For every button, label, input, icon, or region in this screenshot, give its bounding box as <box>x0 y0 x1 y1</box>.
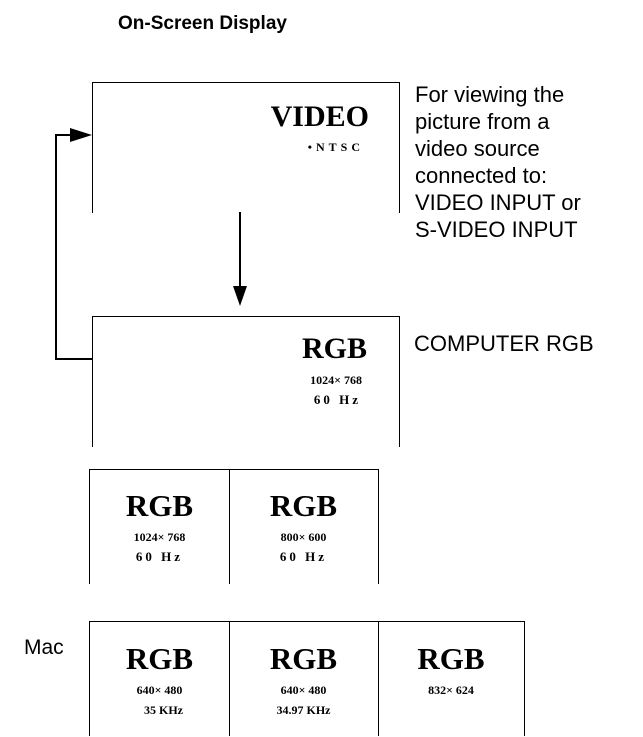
video-screen: VIDEO •NTSC <box>92 82 400 213</box>
row2-refresh-2: 60 Hz <box>279 549 328 564</box>
video-mode-label: VIDEO <box>270 100 369 133</box>
video-description: For viewing the picture from a video sou… <box>415 82 581 242</box>
row2-resolution-1: 1024× 768 <box>133 530 186 544</box>
video-signal-label: •NTSC <box>307 140 364 154</box>
row2-resolution-2: 800× 600 <box>280 530 327 544</box>
row3-mode-3: RGB <box>417 641 485 676</box>
rgb-screen: RGB 1024× 768 60 Hz <box>92 316 400 447</box>
row3-refresh-1: 35 KHz <box>144 703 183 717</box>
row2-screen-2: RGB 800× 600 60 Hz <box>229 469 379 584</box>
row2-mode-1: RGB <box>125 488 194 523</box>
row3-resolution-3: 832× 624 <box>428 683 474 697</box>
rgb-refresh-label: 60 Hz <box>313 392 361 407</box>
row2-refresh-1: 60 Hz <box>135 549 184 564</box>
row3-resolution-2: 640× 480 <box>280 683 327 697</box>
row2-mode-2: RGB <box>269 488 338 523</box>
row3-resolution-1: 640× 480 <box>136 683 183 697</box>
row3-screen-2: RGB 640× 480 34.97 KHz <box>229 621 379 736</box>
rgb-description: COMPUTER RGB <box>414 331 594 356</box>
loop-arrow-icon <box>55 128 92 360</box>
down-arrow-icon <box>233 212 247 306</box>
row3-screen-1: RGB 640× 480 35 KHz <box>89 621 230 736</box>
row3-mode-1: RGB <box>125 641 194 676</box>
rgb-mode-label: RGB <box>301 332 367 365</box>
row3-refresh-2: 34.97 KHz <box>276 703 331 717</box>
page-title: On-Screen Display <box>118 13 287 34</box>
row3-mode-2: RGB <box>269 641 338 676</box>
mac-label: Mac <box>24 636 64 659</box>
row3-screen-3: RGB 832× 624 <box>378 621 525 736</box>
row2-screen-1: RGB 1024× 768 60 Hz <box>89 469 230 584</box>
rgb-resolution-label: 1024× 768 <box>310 373 362 387</box>
